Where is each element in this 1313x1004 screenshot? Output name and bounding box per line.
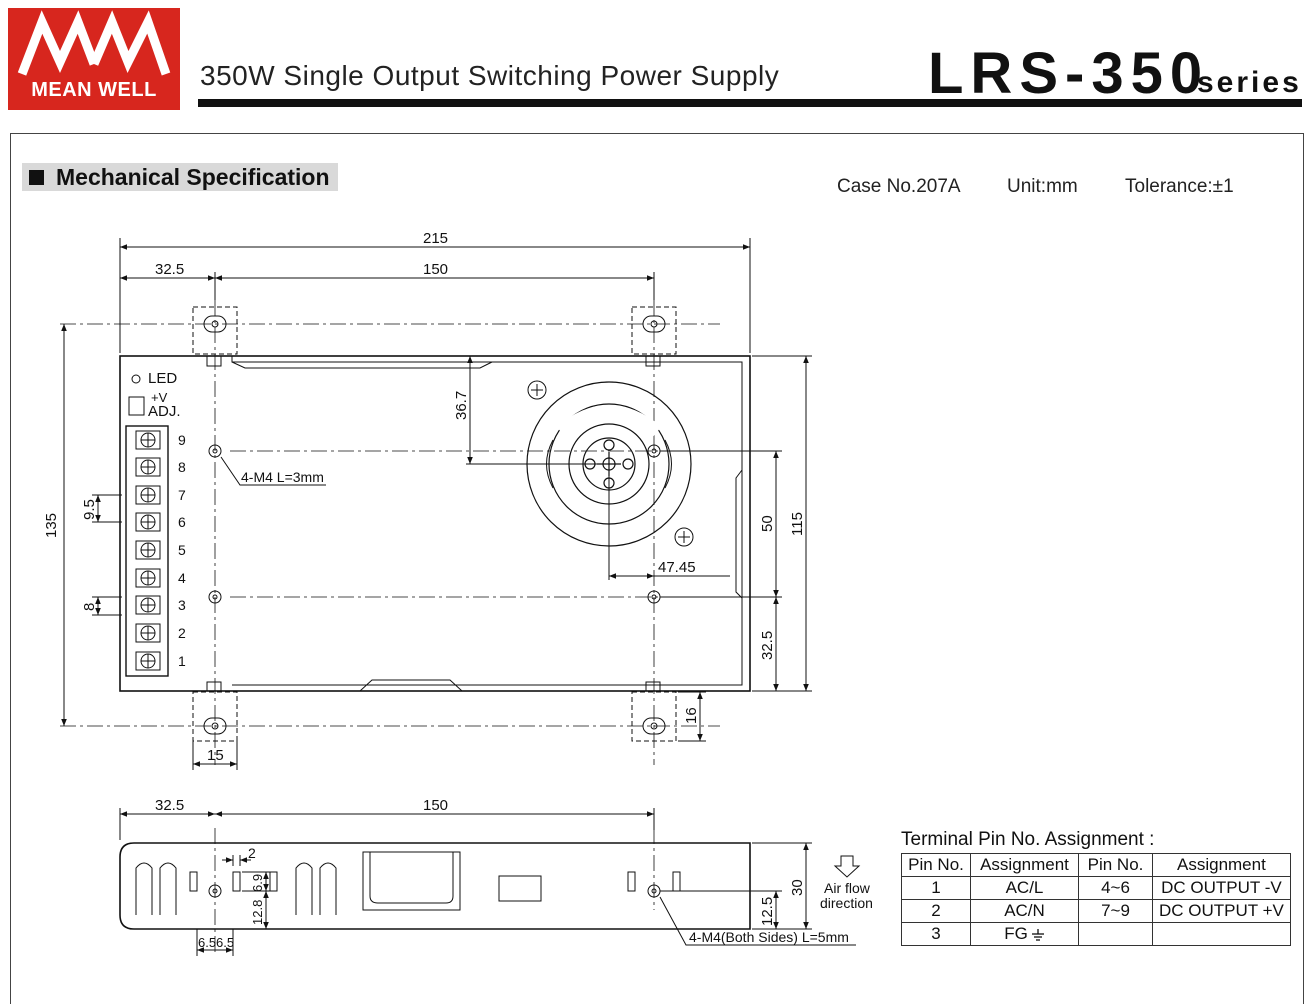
terminal-number: 1: [178, 653, 186, 669]
dim-tab-width: 15: [207, 747, 224, 764]
airflow-label-2: direction: [820, 895, 873, 911]
table-cell: 7~9: [1078, 899, 1153, 923]
terminal-number: 6: [178, 514, 186, 530]
pin-assignment-table: Pin No. Assignment Pin No. Assignment 1 …: [901, 853, 1291, 946]
side-dim-left-offset: 32.5: [155, 797, 184, 814]
side-dim-hole-span: 150: [423, 797, 448, 814]
table-cell: 4~6: [1078, 876, 1153, 900]
vadj-potentiometer-icon: [128, 396, 145, 416]
top-hole-callout: 4-M4 L=3mm: [241, 469, 324, 485]
dim-terminal-pitch: 9.5: [81, 499, 98, 520]
table-cell: AC/L: [970, 876, 1079, 900]
tolerance-label: Tolerance:±1: [1125, 176, 1234, 197]
mw-logo-icon: [17, 10, 171, 76]
dim-overall-width: 215: [423, 230, 448, 247]
terminal-number: 4: [178, 570, 186, 586]
dim-terminal-gap: 8: [81, 603, 98, 611]
dim-body-height: 115: [789, 512, 806, 536]
ground-icon: [1031, 928, 1044, 941]
terminal-number: 5: [178, 542, 186, 558]
brand-logo: MEAN WELL: [8, 8, 180, 110]
side-dim-spacing-b: 6.5: [216, 935, 234, 950]
terminal-block: [125, 425, 169, 677]
dim-tab-height: 16: [683, 707, 700, 724]
table-cell: 3: [901, 922, 971, 946]
side-dim-height: 30: [789, 879, 806, 896]
table-cell: 1: [901, 876, 971, 900]
dim-left-offset: 32.5: [155, 261, 184, 278]
table-row: 3 FG: [901, 922, 1291, 946]
vadj-label-1: +V: [151, 390, 168, 405]
series-label: series: [1197, 66, 1302, 99]
section-frame: [10, 133, 1304, 1004]
dim-bottom-offset: 32.5: [759, 631, 776, 660]
table-cell: AC/N: [970, 899, 1079, 923]
section-title: Mechanical Specification: [22, 163, 338, 191]
terminal-screws: [135, 430, 161, 671]
led-indicator-icon: [131, 374, 141, 384]
side-dim-slot-width: 2: [248, 845, 256, 861]
column-header: Pin No.: [901, 853, 971, 877]
side-dim-hole-bottom: 12.5: [759, 897, 776, 926]
terminal-number: 8: [178, 459, 186, 475]
side-hole-callout: 4-M4(Both Sides) L=5mm: [689, 929, 849, 945]
column-header: Pin No.: [1078, 853, 1153, 877]
side-dim-hole-height: 12.8: [250, 900, 265, 925]
header-rule: [198, 99, 1302, 107]
table-cell: [1152, 922, 1291, 946]
table-cell: FG: [970, 922, 1079, 946]
table-row: 1 AC/L 4~6 DC OUTPUT -V: [901, 876, 1291, 900]
dim-fan-to-hole: 47.45: [658, 559, 696, 576]
side-view: [119, 808, 861, 956]
column-header: Assignment: [970, 853, 1079, 877]
model-name: LRS-350: [928, 41, 1210, 106]
case-number: Case No.207A: [837, 176, 961, 197]
terminal-number: 7: [178, 487, 186, 503]
terminal-number: 3: [178, 597, 186, 613]
table-header-row: Pin No. Assignment Pin No. Assignment: [901, 853, 1291, 877]
column-header: Assignment: [1152, 853, 1291, 877]
fg-label: FG: [1004, 924, 1028, 943]
top-view-body: [119, 355, 751, 692]
table-row: 2 AC/N 7~9 DC OUTPUT +V: [901, 899, 1291, 923]
table-cell: DC OUTPUT -V: [1152, 876, 1291, 900]
brand-name: MEAN WELL: [31, 79, 157, 101]
dim-overall-height: 135: [43, 513, 60, 538]
table-cell: [1078, 922, 1153, 946]
fan-screw-icons: [527, 380, 694, 547]
table-cell: 2: [901, 899, 971, 923]
side-dim-slot-height: 6.9: [250, 874, 265, 892]
airflow-arrow-icon: [833, 855, 861, 878]
pin-table-title: Terminal Pin No. Assignment :: [901, 829, 1155, 850]
terminal-number: 9: [178, 432, 186, 448]
vadj-label-2: ADJ.: [148, 403, 181, 420]
airflow-label-1: Air flow: [824, 880, 871, 896]
led-label: LED: [148, 370, 177, 387]
terminal-number: 2: [178, 625, 186, 641]
unit-label: Unit:mm: [1007, 176, 1078, 197]
side-dim-spacing-a: 6.5: [198, 935, 216, 950]
table-cell: DC OUTPUT +V: [1152, 899, 1291, 923]
dim-hole-span: 150: [423, 261, 448, 278]
side-view-body: [119, 842, 751, 930]
dim-mount-span: 50: [759, 515, 776, 532]
terminal-numbers: 9 8 7 6 5 4 3 2 1: [178, 432, 186, 669]
dim-fan-offset: 36.7: [453, 391, 470, 420]
document-title: 350W Single Output Switching Power Suppl…: [200, 60, 780, 91]
top-view: [60, 238, 812, 770]
